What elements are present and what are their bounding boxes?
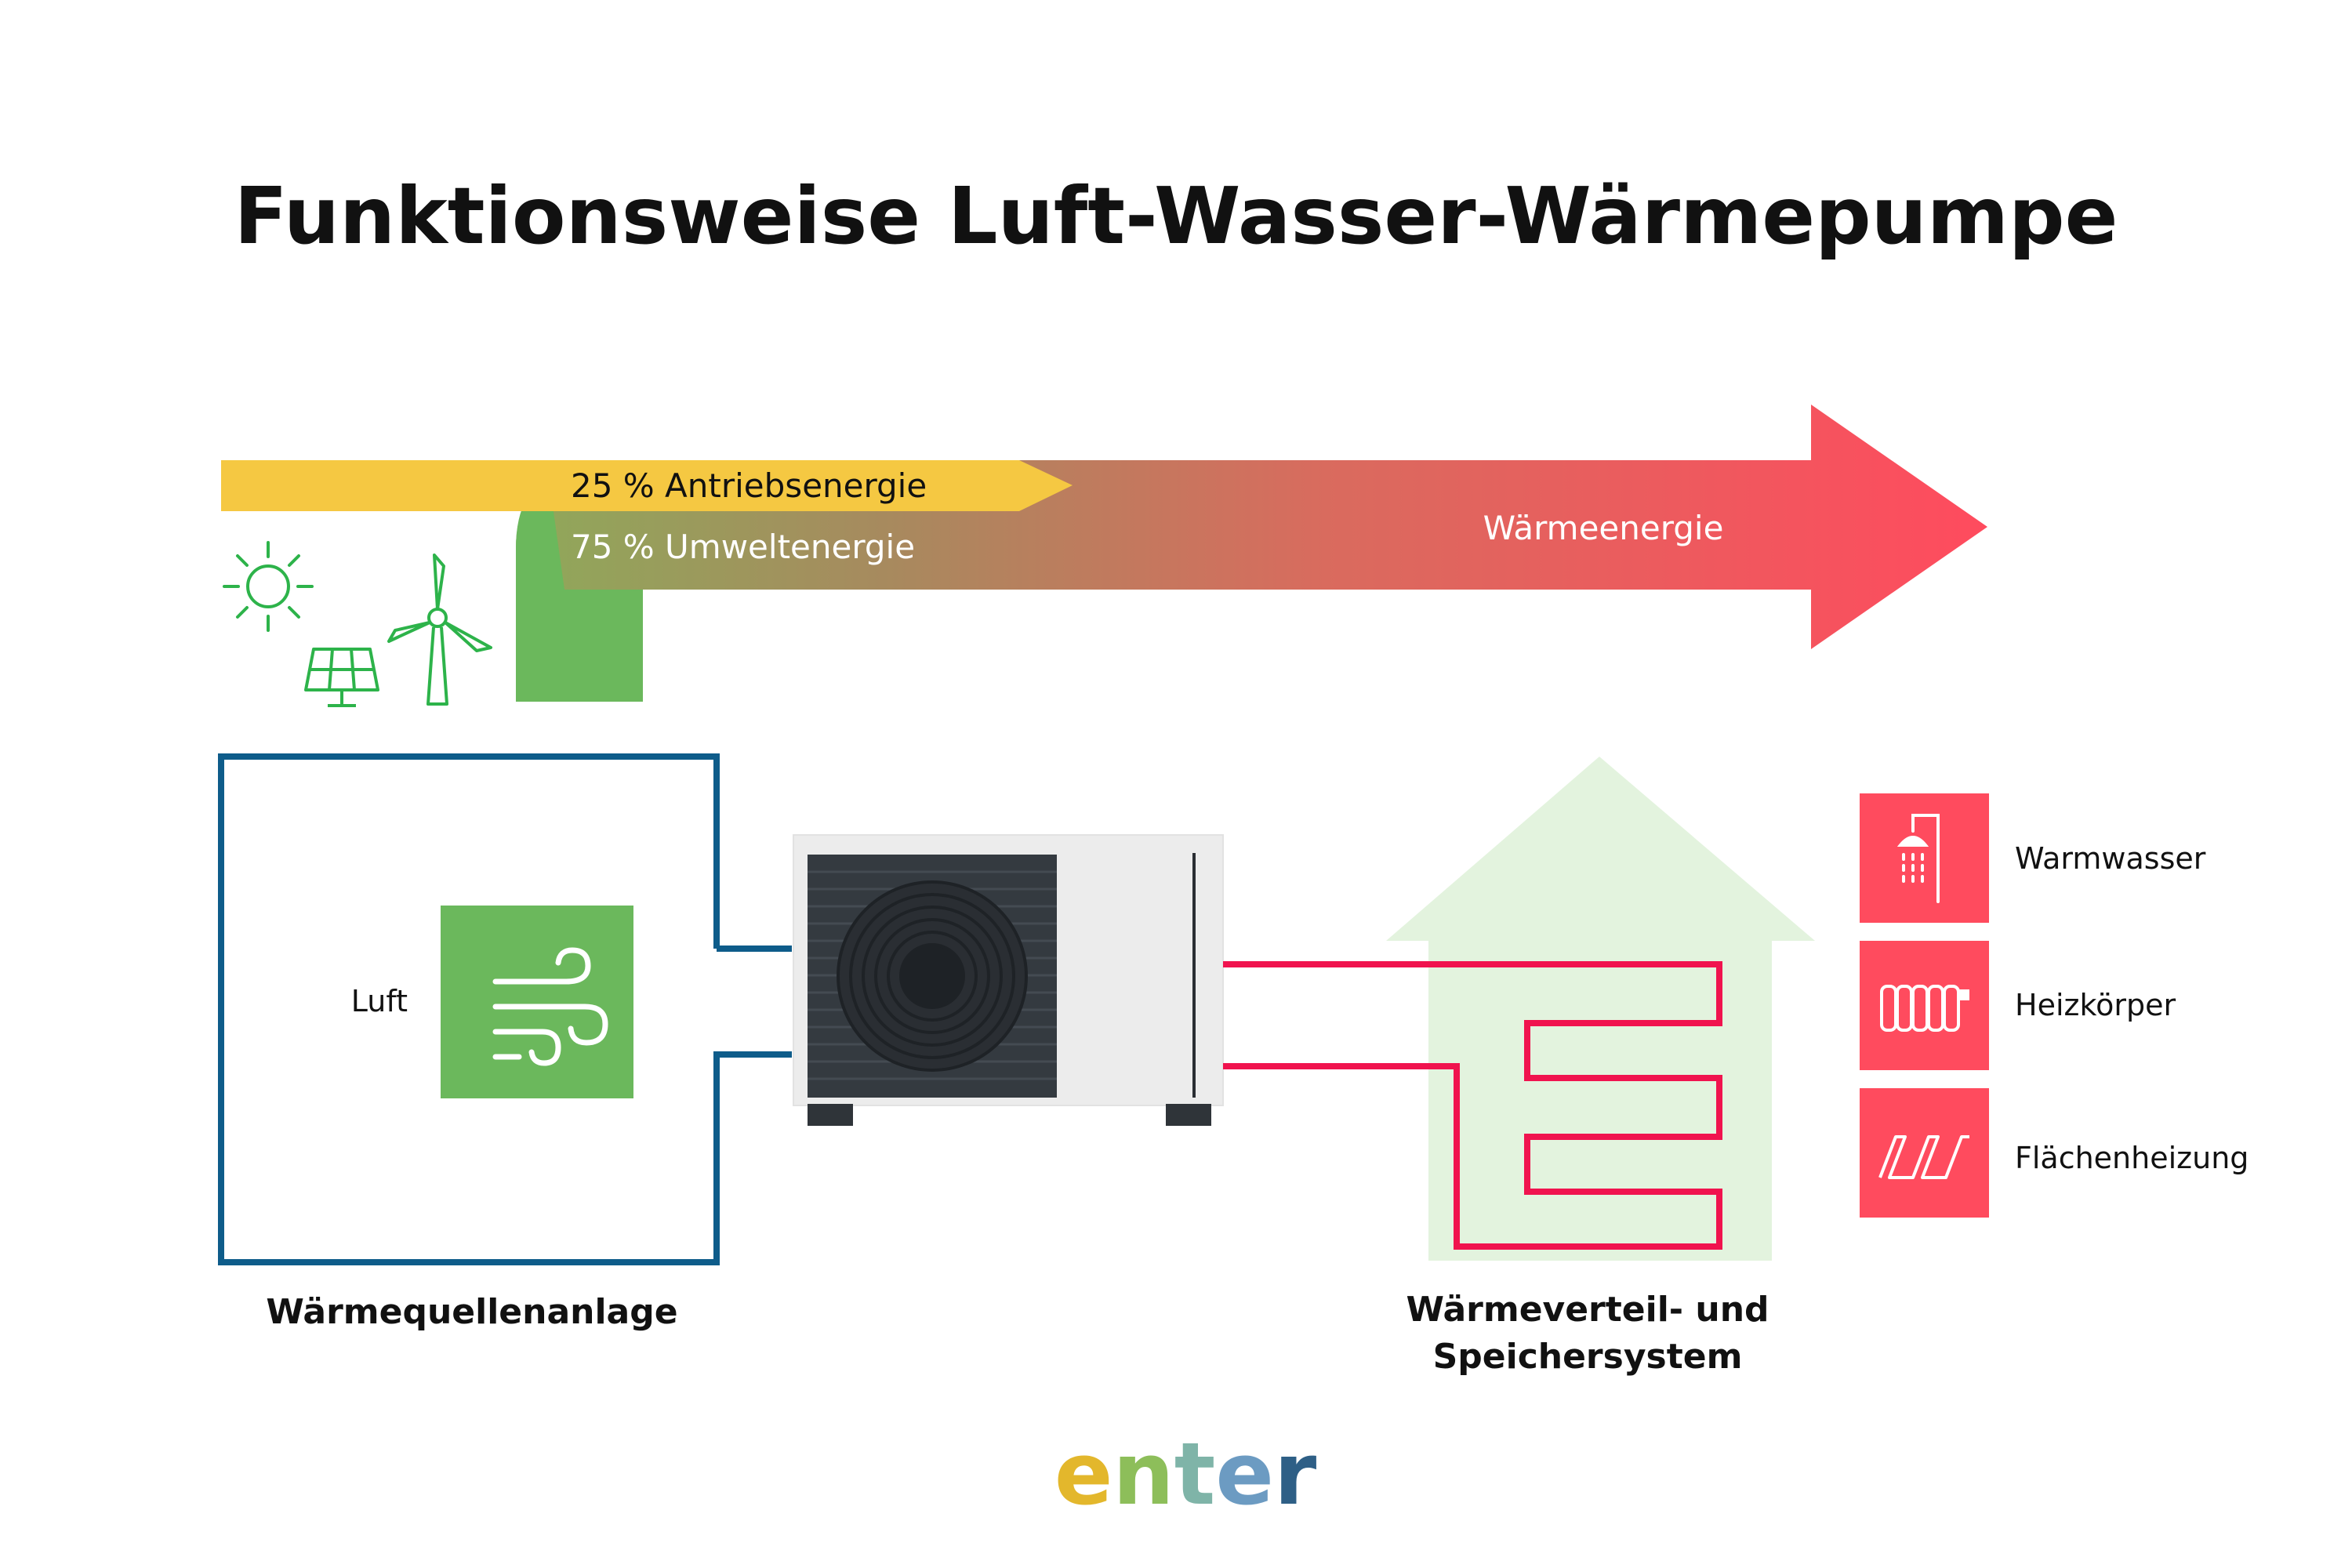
enter-logo: enter — [1054, 1424, 1316, 1524]
air-box — [441, 906, 633, 1098]
air-label: Luft — [351, 984, 408, 1018]
heating-pipe — [1223, 961, 1722, 1250]
logo-wordmark: enter — [1054, 1424, 1316, 1524]
use-warmwater: Warmwasser — [1860, 793, 2206, 923]
fan-icon — [837, 880, 1028, 1072]
use-floor-heating-label: Flächenheizung — [2015, 1141, 2249, 1175]
distribution-caption-line1: Wärmeverteil- und — [1406, 1290, 1769, 1330]
energy-arrow: 25 % Antriebsenergie 75 % Umweltenergie … — [221, 405, 1987, 702]
floor-heating-icon — [1878, 1135, 1969, 1179]
wind-turbine-icon — [387, 554, 492, 706]
heat-energy-label: Wärmeenergie — [1483, 509, 1724, 547]
wind-icon — [492, 947, 608, 1066]
house-shape — [1386, 757, 1815, 1261]
environment-energy-label: 75 % Umweltenergie — [571, 528, 915, 566]
use-floor-heating: Flächenheizung — [1860, 1088, 2249, 1218]
distribution-caption-line2: Speichersystem — [1433, 1337, 1743, 1377]
radiator-icon — [1880, 985, 1969, 1032]
environment-energy-band — [516, 478, 643, 702]
sun-icon — [223, 541, 314, 632]
heat-source-frame — [218, 753, 792, 1265]
page-title: Funktionsweise Luft-Wasser-Wärmepumpe — [234, 170, 2118, 262]
heat-pump-unit — [793, 834, 1224, 1126]
source-caption: Wärmequellenanlage — [266, 1292, 677, 1332]
use-radiator-label: Heizkörper — [2015, 988, 2176, 1022]
drive-energy-label: 25 % Antriebsenergie — [571, 466, 927, 505]
drive-energy-band — [221, 460, 1073, 511]
solar-panel-icon — [304, 648, 379, 707]
use-warmwater-label: Warmwasser — [2015, 841, 2206, 876]
use-radiator: Heizkörper — [1860, 941, 2176, 1070]
shower-icon — [1896, 814, 1940, 903]
